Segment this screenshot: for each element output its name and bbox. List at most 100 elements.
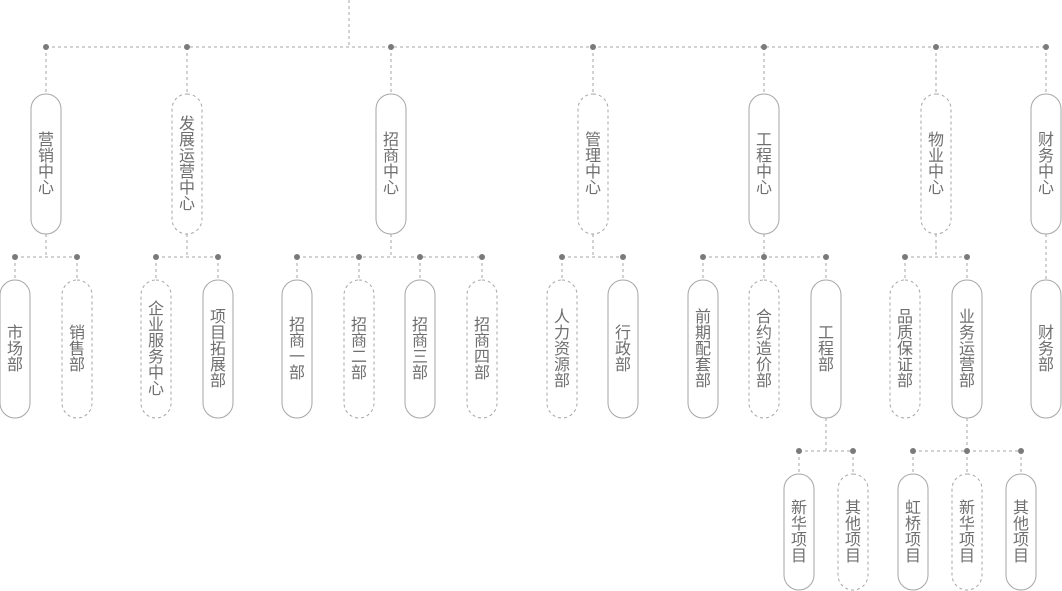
org-node-box (837, 473, 869, 591)
org-node-label: 人力资源部 (554, 307, 570, 390)
org-node-box (0, 279, 31, 419)
org-node-other-project-b: 其他项目 (1005, 473, 1037, 591)
org-node-business-operation-dept: 业务运营部 (951, 279, 983, 419)
connector-dot (12, 254, 18, 260)
connector-dot (933, 44, 939, 50)
org-node-label: 项目拓展部 (210, 307, 226, 390)
connector-dot (43, 44, 49, 50)
org-node-box (1030, 93, 1062, 235)
connector-dots (12, 44, 1049, 454)
org-node-investment-dept-3: 招商三部 (404, 279, 436, 419)
org-node-label: 前期配套部 (695, 307, 711, 390)
org-node-finance-dept: 财务部 (1030, 279, 1062, 419)
org-node-box (466, 279, 498, 419)
org-node-finance-center: 财务中心 (1030, 93, 1062, 235)
org-node-box (810, 279, 842, 419)
connector-dot (823, 254, 829, 260)
connector-dot (761, 254, 767, 260)
org-node-label: 虹桥项目 (905, 498, 921, 565)
org-node-label: 工程部 (818, 323, 834, 374)
org-node-box (281, 279, 313, 419)
org-node-box (546, 279, 578, 419)
org-node-box (607, 279, 639, 419)
org-node-box (951, 473, 983, 591)
connector-dot (1043, 44, 1049, 50)
connector-dot (356, 254, 362, 260)
org-node-enterprise-service-center: 企业服务中心 (140, 279, 172, 419)
connector-lines (14, 0, 1047, 474)
org-node-box (1005, 473, 1037, 591)
org-node-label: 新华项目 (959, 498, 975, 565)
org-node-label: 招商四部 (474, 315, 490, 382)
connector-dot (388, 44, 394, 50)
org-node-box (30, 93, 62, 235)
org-node-box (1030, 279, 1062, 419)
org-node-admin-dept: 行政部 (607, 279, 639, 419)
org-node-label: 招商二部 (351, 315, 367, 382)
org-node-box (748, 279, 780, 419)
org-node-development-center: 发展运营中心 (171, 93, 203, 235)
org-node-box (343, 279, 375, 419)
org-node-box (171, 93, 203, 235)
connector-dot (620, 254, 626, 260)
connector-dot (964, 448, 970, 454)
org-node-other-project-a: 其他项目 (837, 473, 869, 591)
connector-dot (215, 254, 221, 260)
org-node-label: 新华项目 (791, 498, 807, 565)
connector-dot (1018, 448, 1024, 454)
connector-dot (910, 448, 916, 454)
org-node-box (577, 93, 609, 235)
org-node-market-dept: 市场部 (0, 279, 31, 419)
connector-dot (700, 254, 706, 260)
connector-dot (74, 254, 80, 260)
connector-dot (761, 44, 767, 50)
org-node-project-expansion-dept: 项目拓展部 (202, 279, 234, 419)
connector-dot (850, 448, 856, 454)
org-node-engineering-center: 工程中心 (748, 93, 780, 235)
org-node-property-center: 物业中心 (920, 93, 952, 235)
org-node-label: 管理中心 (585, 130, 601, 197)
org-node-engineering-dept: 工程部 (810, 279, 842, 419)
org-node-label: 其他项目 (845, 498, 861, 565)
org-node-label: 销售部 (69, 323, 85, 374)
org-node-label: 财务部 (1038, 323, 1054, 374)
org-node-label: 业务运营部 (959, 307, 975, 390)
org-node-preliminary-dept: 前期配套部 (687, 279, 719, 419)
org-node-label: 招商三部 (412, 315, 428, 382)
org-node-label: 物业中心 (928, 130, 944, 197)
org-node-label: 行政部 (615, 323, 631, 374)
connector-dot (184, 44, 190, 50)
org-node-xinhua-project-b: 新华项目 (951, 473, 983, 591)
org-node-label: 其他项目 (1013, 498, 1029, 565)
org-node-box (404, 279, 436, 419)
org-node-quality-dept: 品质保证部 (889, 279, 921, 419)
org-node-label: 企业服务中心 (148, 299, 164, 398)
org-node-box (202, 279, 234, 419)
org-node-hr-dept: 人力资源部 (546, 279, 578, 419)
org-node-label: 发展运营中心 (179, 114, 195, 213)
org-node-box (687, 279, 719, 419)
org-node-marketing-center: 营销中心 (30, 93, 62, 235)
org-node-label: 财务中心 (1038, 130, 1054, 197)
org-node-hongqiao-project: 虹桥项目 (897, 473, 929, 591)
connector-dot (417, 254, 423, 260)
org-node-box (375, 93, 407, 235)
org-node-label: 招商一部 (289, 315, 305, 382)
org-node-box (889, 279, 921, 419)
org-node-contract-cost-dept: 合约造价部 (748, 279, 780, 419)
org-node-label: 品质保证部 (897, 307, 913, 390)
connector-dot (559, 254, 565, 260)
org-node-box (920, 93, 952, 235)
org-node-box (748, 93, 780, 235)
connector-dot (153, 254, 159, 260)
org-node-investment-dept-1: 招商一部 (281, 279, 313, 419)
org-node-label: 市场部 (7, 323, 23, 374)
connector-dot (479, 254, 485, 260)
connector-dot (902, 254, 908, 260)
org-node-investment-dept-4: 招商四部 (466, 279, 498, 419)
org-node-label: 营销中心 (38, 130, 54, 197)
org-node-sales-dept: 销售部 (61, 279, 93, 419)
connector-dot (964, 254, 970, 260)
org-node-investment-center: 招商中心 (375, 93, 407, 235)
org-node-label: 招商中心 (383, 130, 399, 197)
